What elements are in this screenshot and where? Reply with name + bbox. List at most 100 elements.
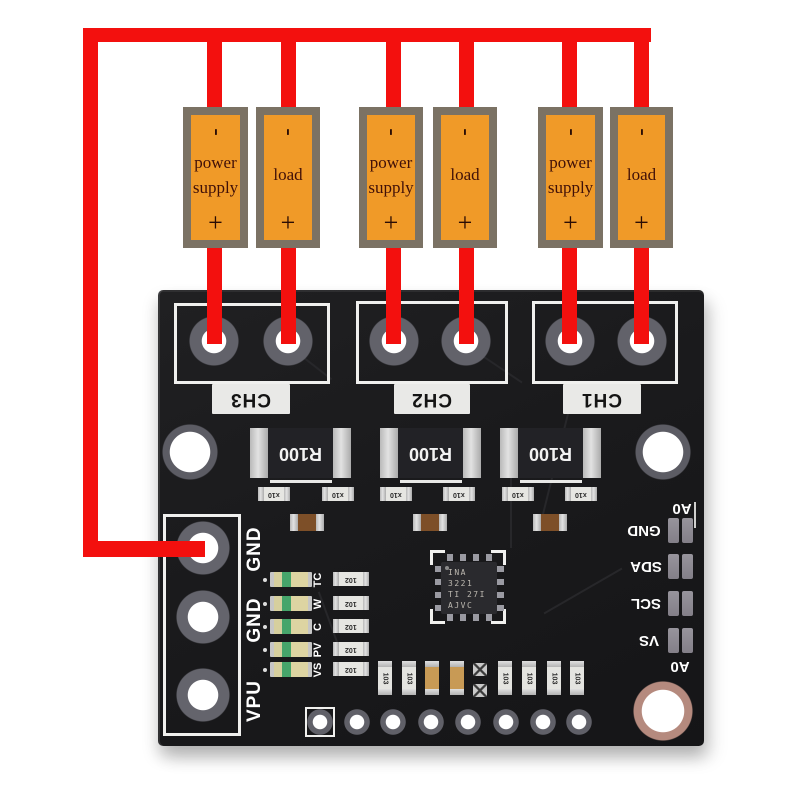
silk-dot — [263, 625, 267, 629]
pin-label-a0-bottom: A0 — [670, 658, 690, 675]
ic-pads-top — [447, 554, 492, 561]
plus-terminal: + — [280, 207, 296, 237]
resistor-103: 103 — [378, 661, 392, 695]
header-hole-5 — [455, 709, 481, 735]
wire-left-vertical — [83, 28, 98, 557]
resistor-cap — [250, 428, 268, 478]
wire-drop-1 — [207, 42, 222, 108]
ch1-label: CH1 — [563, 384, 641, 414]
pin-label-vs: VS — [639, 632, 660, 649]
wire-to-hole-2 — [281, 248, 296, 344]
smd-capacitor — [425, 661, 439, 695]
gnd-hole-mid — [176, 590, 230, 644]
load-block-ch2: - load + — [433, 107, 497, 248]
silk-line — [400, 480, 462, 483]
resistor-cap — [463, 428, 481, 478]
resistor-cap — [500, 428, 518, 478]
shunt-resistor-ch1: R100 — [500, 428, 601, 478]
resistor-102: 102 — [333, 596, 369, 610]
ic-pads-bottom — [447, 614, 492, 621]
ch2-terminal-outline — [356, 301, 508, 384]
wire-drop-6 — [634, 42, 649, 108]
smd-capacitor — [450, 661, 464, 695]
resistor-body: R100 — [398, 428, 463, 478]
header-hole-8 — [566, 709, 592, 735]
block-label: load — [273, 165, 303, 185]
header-hole-2 — [344, 709, 370, 735]
header-hole-3 — [380, 709, 406, 735]
pin-label-gnd: GND — [627, 522, 661, 539]
x10-part: x10 — [502, 487, 534, 501]
ch2-label-text: CH2 — [411, 389, 453, 410]
gnd-pad — [668, 518, 679, 543]
resistor-102: 102 — [333, 572, 369, 586]
block-label: power supply — [368, 152, 414, 197]
led-tc — [270, 572, 312, 587]
silk-dot — [263, 648, 267, 652]
wire-drop-4 — [459, 42, 474, 108]
scl-pad — [668, 591, 679, 616]
silk-line — [270, 480, 332, 483]
mounting-hole-top-left — [162, 424, 218, 480]
silk-line — [694, 502, 696, 528]
ch2-label: CH2 — [394, 384, 470, 414]
pin-label-scl: SCL — [631, 595, 661, 612]
minus-terminal: - — [631, 128, 657, 136]
x10-part: x10 — [565, 487, 597, 501]
ic-bracket — [491, 609, 506, 624]
load-block-ch3: - load + — [256, 107, 320, 248]
pin-label-vpu: VPU — [244, 679, 265, 723]
block-label: power supply — [547, 152, 594, 197]
minus-terminal: - — [560, 128, 586, 136]
sda-pad — [668, 554, 679, 579]
silk-dot — [263, 578, 267, 582]
ic-bracket — [430, 550, 445, 565]
resistor-body: R100 — [518, 428, 583, 478]
block-label: power supply — [192, 152, 239, 197]
r100-text: R100 — [408, 443, 453, 464]
wire-drop-3 — [386, 42, 401, 108]
wire-to-hole-3 — [386, 248, 401, 344]
block-label: load — [450, 165, 480, 185]
power-supply-block-ch1: - power supply + — [538, 107, 603, 248]
vs-pad — [682, 628, 693, 653]
power-supply-block-ch2: - power supply + — [359, 107, 423, 248]
silk-line — [520, 480, 582, 483]
r100-text: R100 — [278, 443, 323, 464]
x10-part: x10 — [380, 487, 412, 501]
plus-terminal: + — [208, 208, 223, 237]
led-label-vs: VS — [312, 662, 324, 678]
wire-drop-5 — [562, 42, 577, 108]
wire-to-hole-4 — [459, 248, 474, 344]
header-hole-6 — [493, 709, 519, 735]
vpu-header-outline — [163, 514, 241, 736]
wire-drop-2 — [281, 42, 296, 108]
ina3221-chip: INA 3221 TI 27I AJVC — [441, 562, 497, 614]
pin1-dot — [445, 566, 449, 570]
led-c — [270, 619, 312, 634]
solder-jumper-pad — [473, 663, 487, 676]
pcb-trace — [510, 470, 512, 548]
wire-to-hole-5 — [562, 248, 577, 344]
sda-pad — [682, 554, 693, 579]
wire-top-bus — [83, 28, 651, 42]
smd-resistor — [533, 514, 567, 531]
resistor-103: 103 — [402, 661, 416, 695]
ic-pads-right — [497, 566, 504, 611]
resistor-103: 103 — [547, 661, 561, 695]
wire-to-hole-1 — [207, 248, 222, 344]
resistor-103: 103 — [522, 661, 536, 695]
vs-pad — [668, 628, 679, 653]
pin-label-gnd-mid: GND — [244, 597, 265, 643]
ina3221-breakout-board: CH3 CH2 CH1 R100 R100 R100 x10 x — [158, 290, 704, 746]
header-hole-4 — [418, 709, 444, 735]
pin1-square-outline — [305, 707, 335, 737]
ch3-terminal-outline — [174, 303, 330, 384]
shunt-resistor-ch2: R100 — [380, 428, 481, 478]
resistor-body: R100 — [268, 428, 333, 478]
resistor-103: 103 — [570, 661, 584, 695]
led-pv — [270, 642, 312, 657]
silk-dot — [263, 602, 267, 606]
ch1-terminal-outline — [532, 301, 678, 384]
plus-terminal: + — [634, 207, 649, 237]
